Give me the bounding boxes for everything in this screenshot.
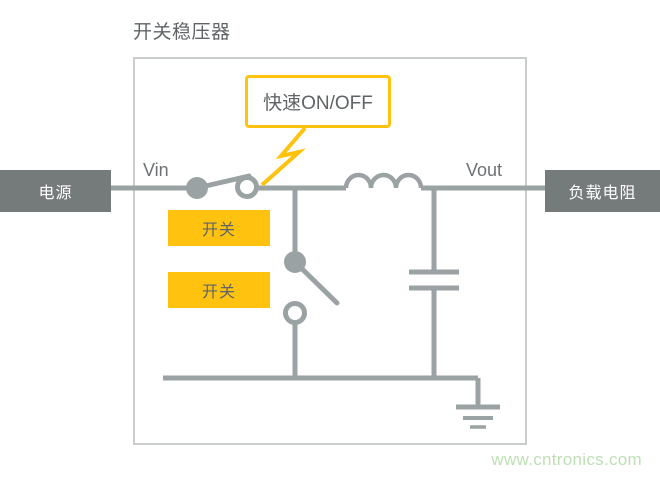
input-node-label: Vin	[143, 160, 169, 180]
switch-tag-lower: 开关	[168, 272, 270, 308]
load-resistor-label: 负载电阻	[568, 185, 637, 202]
callout-text: 快速ON/OFF	[263, 93, 373, 114]
switch-tag-upper-label: 开关	[201, 222, 236, 239]
watermark: www.cntronics.com	[491, 450, 642, 469]
page-title: 开关稳压器	[133, 22, 231, 43]
switch-tag-upper: 开关	[168, 210, 270, 246]
switch-tag-lower-label: 开关	[201, 284, 236, 301]
output-node-label: Vout	[466, 160, 503, 180]
regulator-enclosure	[133, 57, 527, 445]
power-source-block: 电源	[0, 170, 111, 212]
power-source-label: 电源	[38, 185, 73, 202]
callout-bubble: 快速ON/OFF	[245, 75, 391, 128]
load-resistor-block: 负载电阻	[545, 170, 660, 212]
